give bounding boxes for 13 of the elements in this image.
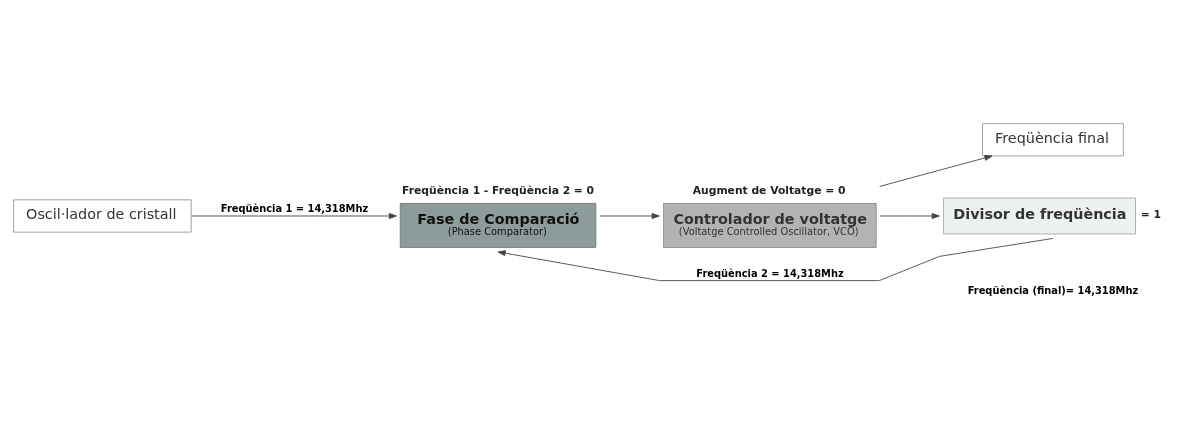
arrow bbox=[879, 213, 940, 219]
arrow bbox=[599, 213, 660, 219]
arrow bbox=[190, 213, 397, 219]
edge-label: Freqüència 2 = 14,318Mhz bbox=[696, 267, 844, 279]
edge-label: Freqüència 1 = 14,318Mhz bbox=[220, 203, 369, 215]
node-box: Freqüència final bbox=[982, 123, 1124, 157]
node-label: = 1 bbox=[1140, 207, 1162, 221]
node-box: Oscil·lador de cristall bbox=[13, 199, 192, 233]
node-label: Freqüència 1 - Freqüència 2 = 0 bbox=[402, 184, 595, 198]
arrow bbox=[497, 238, 1054, 282]
arrow bbox=[879, 155, 993, 187]
label: Freqüència (final)= 14,318Mhz bbox=[967, 284, 1139, 296]
node-label: Augment de Voltatge = 0 bbox=[692, 184, 846, 198]
